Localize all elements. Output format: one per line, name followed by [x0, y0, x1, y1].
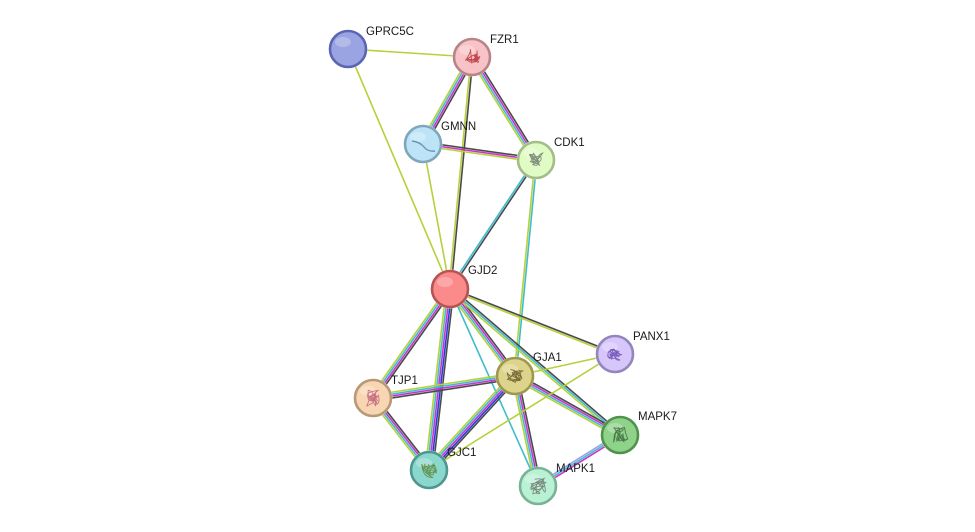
node-label: GJD2 — [468, 265, 497, 277]
edge-line — [431, 288, 455, 472]
node-label: GJC1 — [447, 447, 476, 459]
node-highlight — [410, 132, 426, 142]
protein-structure-pink-icon — [366, 389, 380, 407]
edge-gja1-gjc1 — [425, 372, 519, 474]
protein-structure-blue-icon — [411, 140, 436, 152]
node-label: GPRC5C — [366, 26, 414, 38]
node-label: PANX1 — [633, 331, 670, 343]
edge-line — [448, 289, 616, 356]
edge-gjd2-mapk7 — [447, 286, 623, 438]
edge-line — [372, 376, 516, 400]
edge-line — [515, 159, 538, 377]
protein-structure-green-icon — [613, 426, 629, 443]
node-fzr1[interactable]: FZR1 — [452, 34, 519, 77]
edge-line — [449, 287, 617, 354]
protein-structure-teal-icon — [421, 463, 438, 478]
edge-gmnn-gjd2 — [422, 143, 451, 290]
edge-line — [449, 288, 621, 436]
node-gjd2[interactable]: GJD2 — [430, 265, 498, 309]
edge-line — [449, 288, 539, 487]
edge-panx1-gjc1 — [428, 353, 616, 471]
edge-line — [513, 159, 536, 377]
node-label: GMNN — [441, 121, 476, 133]
edge-line — [450, 286, 623, 435]
edge-line — [428, 353, 616, 471]
node-label: TJP1 — [391, 375, 418, 387]
node-label: MAPK1 — [556, 463, 595, 475]
edge-line — [422, 143, 451, 290]
edge-fzr1-gjd2 — [448, 56, 474, 290]
protein-structure-olive-icon — [506, 368, 525, 383]
edge-line — [426, 373, 515, 470]
node-highlight — [459, 45, 475, 55]
edge-gja1-tjp1 — [371, 372, 517, 402]
edge-line — [428, 375, 516, 471]
edge-gja1-mapk7 — [512, 372, 623, 439]
edge-cdk1-gjd2 — [448, 158, 538, 291]
edge-line — [369, 286, 449, 398]
node-label: GJA1 — [533, 352, 562, 364]
edge-line — [448, 158, 537, 290]
edge-line — [515, 372, 623, 434]
edge-line — [473, 54, 540, 160]
node-label: CDK1 — [554, 137, 585, 149]
node-label: MAPK7 — [638, 411, 677, 423]
node-panx1[interactable]: PANX1 — [595, 331, 670, 374]
edge-gjd2-panx1 — [448, 287, 617, 356]
node-cdk1[interactable]: CDK1 — [516, 137, 585, 180]
node-gmnn[interactable]: GMNN — [403, 121, 477, 164]
edge-fzr1-cdk1 — [468, 54, 540, 163]
protein-structure-purple-icon — [606, 348, 623, 361]
edge-line — [450, 56, 474, 290]
edge-line — [448, 56, 472, 290]
edge-line — [447, 289, 620, 438]
node-highlight — [335, 37, 351, 47]
node-highlight — [437, 277, 453, 287]
edge-line — [430, 288, 453, 472]
node-gjc1[interactable]: GJC1 — [409, 447, 477, 490]
edge-line — [468, 57, 535, 163]
edge-line — [371, 372, 516, 396]
node-circle[interactable] — [328, 29, 368, 69]
edge-line — [428, 288, 451, 471]
edge-line — [429, 376, 518, 473]
edge-line — [372, 374, 516, 398]
node-circle[interactable] — [403, 124, 443, 164]
edge-gjd2-gjc1 — [424, 287, 455, 472]
protein-structure-gray-icon — [529, 152, 544, 166]
node-mapk1[interactable]: MAPK1 — [518, 463, 596, 506]
edge-gprc5c-fzr1 — [347, 48, 473, 58]
edge-gjd2-mapk1 — [449, 288, 539, 487]
edge-cdk1-gja1 — [513, 159, 538, 377]
edge-line — [372, 288, 452, 400]
node-gprc5c[interactable]: GPRC5C — [328, 26, 414, 69]
node-circle[interactable] — [430, 269, 470, 309]
edge-line — [347, 48, 451, 290]
protein-structure-red-icon — [465, 49, 481, 64]
node-tjp1[interactable]: TJP1 — [353, 375, 418, 418]
edge-line — [512, 377, 620, 439]
node-mapk7[interactable]: MAPK7 — [600, 411, 678, 455]
edge-line — [430, 377, 519, 474]
edge-gprc5c-gjd2 — [347, 48, 451, 290]
node-gja1[interactable]: GJA1 — [495, 352, 562, 396]
edge-line — [372, 378, 517, 402]
edge-line — [347, 48, 473, 58]
edge-line — [514, 374, 622, 435]
edge-line — [371, 287, 451, 399]
node-label: FZR1 — [490, 34, 519, 46]
edge-line — [449, 159, 538, 291]
edge-gjd2-tjp1 — [369, 286, 454, 401]
edge-line — [374, 289, 454, 401]
edge-line — [425, 372, 514, 469]
edge-line — [470, 56, 536, 162]
node-circle[interactable] — [452, 37, 492, 77]
edge-line — [513, 376, 621, 437]
protein-structure-gray-icon — [530, 477, 547, 495]
edge-line — [426, 287, 449, 471]
edge-line — [424, 287, 448, 471]
edge-line — [472, 55, 538, 161]
